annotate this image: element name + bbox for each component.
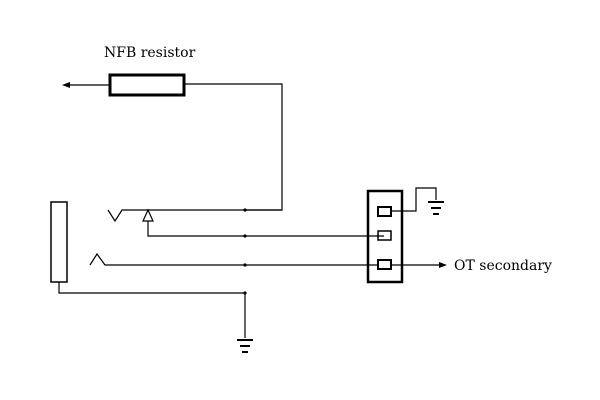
terminal-top <box>377 206 392 217</box>
terminal-middle <box>377 230 392 241</box>
ground-icon <box>237 339 253 353</box>
terminal-ground-icon <box>428 201 444 215</box>
switch-contact-triangle-icon <box>142 208 154 222</box>
ot-secondary-label: OT secondary <box>454 258 552 274</box>
tip-spring-contact <box>107 209 245 223</box>
sleeve-lug-dot <box>243 291 247 295</box>
ot-secondary-arrow-icon <box>439 262 447 268</box>
jack-sleeve <box>50 201 68 283</box>
terminal-bottom <box>377 259 392 270</box>
nfb-resistor-label: NFB resistor <box>104 45 196 61</box>
terminal-strip <box>366 189 404 284</box>
nfb-feedback-wire <box>184 83 283 211</box>
sleeve-ground-wire <box>58 282 246 338</box>
ring-contact <box>89 252 245 266</box>
terminal-ground-wire <box>391 187 437 212</box>
switch-lug-dot <box>243 234 247 238</box>
switch-contact-wire <box>147 221 384 237</box>
nfb-resistor <box>108 73 186 97</box>
nfb-output-arrow-icon <box>62 82 70 88</box>
